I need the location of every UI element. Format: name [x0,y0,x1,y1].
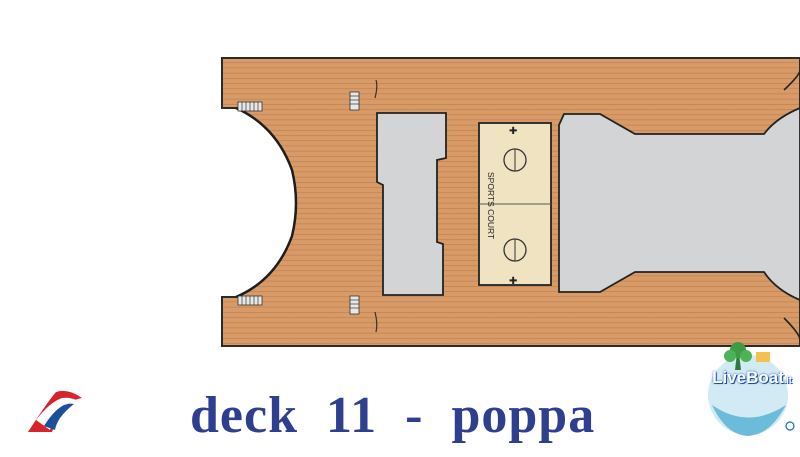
carnival-funnel-logo [28,390,82,432]
deck-structure-main [558,107,800,301]
sports-court: ✚ ✚ SPORTS COURT [478,122,552,287]
stairs-icon [349,295,360,315]
sports-court-label: SPORTS COURT [486,172,496,239]
deck-structure-block [376,112,447,296]
stairs-icon [237,101,263,112]
deck-area: poppa [451,387,596,444]
stairs-icon [237,295,263,306]
rail-marker [374,311,378,333]
deck-title: deck 11 - poppa [190,386,620,446]
rail-marker [374,79,378,99]
stern-cutout-edge [235,106,298,299]
title-dash: - [405,387,424,444]
basketball-hoop-icon: ✚ [509,126,517,137]
deck-number: 11 [326,387,378,444]
basketball-hoop-icon: ✚ [509,276,517,287]
stairs-icon [349,91,360,111]
deck-word: deck [190,387,298,444]
liveboat-watermark [708,342,795,436]
